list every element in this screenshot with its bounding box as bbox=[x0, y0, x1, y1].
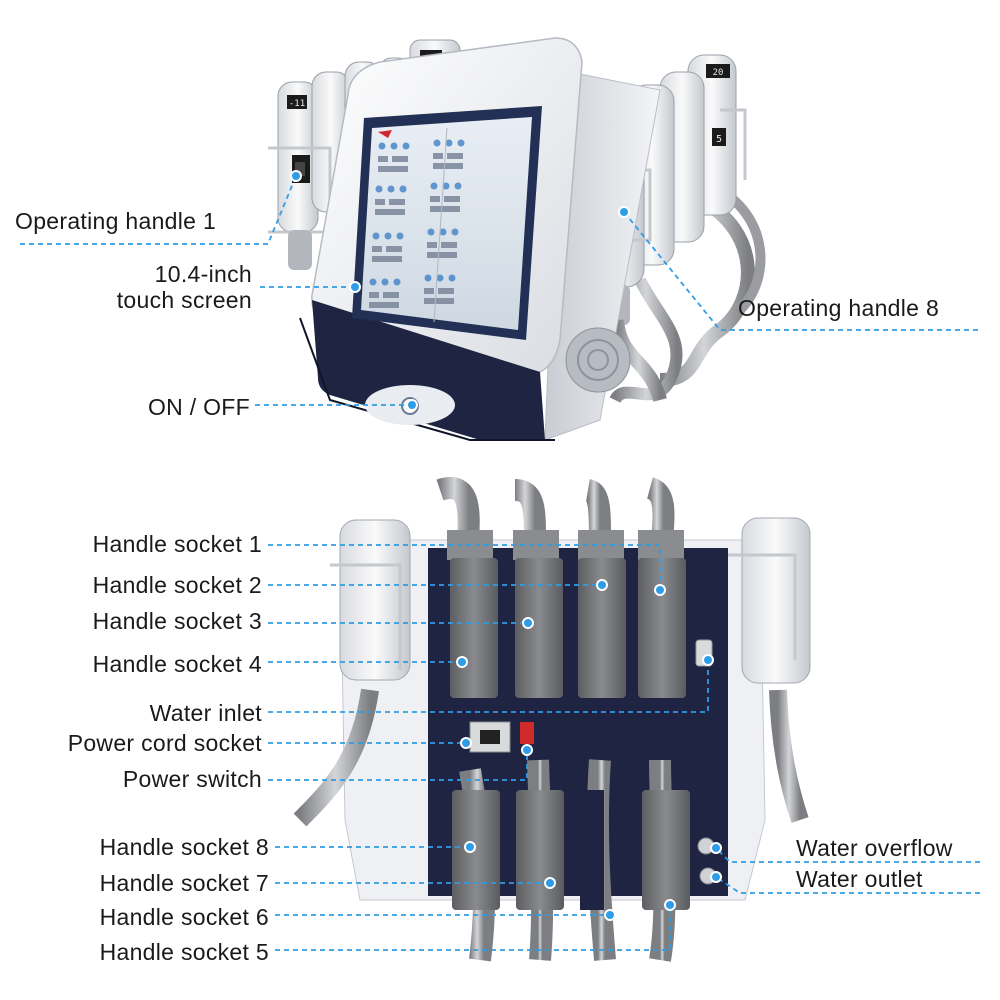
label-handle-socket-3: Handle socket 3 bbox=[92, 608, 262, 634]
label-handle-socket-8: Handle socket 8 bbox=[99, 834, 269, 860]
power-cord-socket[interactable] bbox=[469, 721, 511, 753]
touch-screen[interactable] bbox=[352, 106, 542, 340]
label-water-overflow: Water overflow bbox=[796, 835, 953, 861]
label-water-outlet: Water outlet bbox=[796, 866, 923, 892]
label-operating-handle-8: Operating handle 8 bbox=[738, 295, 940, 321]
display-right-mid: 5 bbox=[716, 134, 722, 145]
label-handle-socket-1: Handle socket 1 bbox=[92, 531, 262, 557]
label-power-cord-socket: Power cord socket bbox=[67, 730, 262, 756]
power-switch[interactable] bbox=[520, 722, 534, 744]
leader-lines bbox=[20, 175, 980, 951]
label-handle-socket-7: Handle socket 7 bbox=[99, 870, 269, 896]
label-handle-socket-5: Handle socket 5 bbox=[99, 939, 269, 965]
label-on-off: ON / OFF bbox=[147, 394, 250, 420]
bottom-sockets bbox=[452, 759, 690, 962]
label-handle-socket-4: Handle socket 4 bbox=[92, 651, 262, 677]
rear-side-handles bbox=[293, 517, 811, 827]
top-device: -11 00 20 5 45 8 bbox=[268, 37, 766, 441]
label-handle-socket-6: Handle socket 6 bbox=[99, 904, 269, 930]
label-screen-line2: touch screen bbox=[116, 287, 252, 313]
display-right-back: 20 bbox=[713, 68, 724, 78]
hose-coil-right-3 bbox=[609, 277, 683, 404]
label-operating-handle-1: Operating handle 1 bbox=[15, 208, 217, 234]
label-power-switch: Power switch bbox=[122, 766, 262, 792]
label-water-inlet: Water inlet bbox=[149, 700, 262, 726]
label-screen-line1: 10.4-inch bbox=[154, 261, 252, 287]
hose-coil-right bbox=[659, 193, 755, 387]
label-handle-socket-2: Handle socket 2 bbox=[92, 572, 262, 598]
rear-device bbox=[293, 477, 811, 962]
leader-dots bbox=[290, 170, 722, 921]
fan-grille bbox=[565, 327, 631, 393]
display-left-1: -11 bbox=[289, 99, 305, 109]
